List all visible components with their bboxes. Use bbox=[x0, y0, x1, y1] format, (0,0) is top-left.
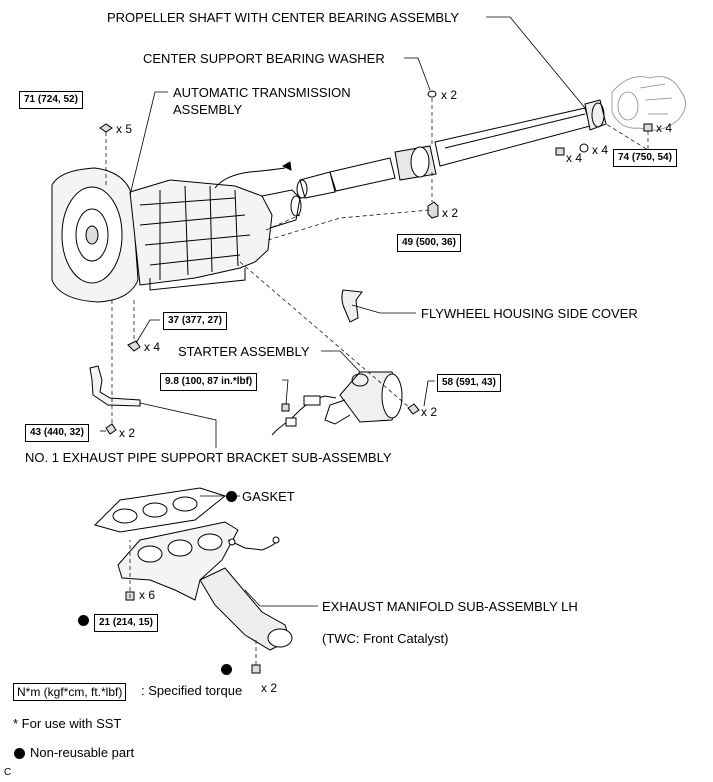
bracket-label: NO. 1 EXHAUST PIPE SUPPORT BRACKET SUB-A… bbox=[25, 450, 392, 465]
corner-code: C bbox=[4, 767, 12, 778]
qty-21: x 6 bbox=[139, 588, 156, 602]
qty-74: x 4 bbox=[656, 121, 673, 135]
qty-shaft-b: x 4 bbox=[592, 143, 609, 157]
leader-lines bbox=[100, 16, 586, 607]
torque-49: 49 (500, 36) bbox=[397, 234, 461, 252]
starter-drawing bbox=[271, 371, 403, 436]
qty-washer: x 2 bbox=[441, 88, 458, 102]
torque-9-8: 9.8 (100, 87 in.*lbf) bbox=[160, 373, 258, 391]
legend-torque-unit: N*m (kgf*cm, ft.*lbf) bbox=[13, 683, 127, 701]
gasket-drawing bbox=[94, 487, 227, 533]
gasket-label: GASKET bbox=[242, 489, 295, 504]
non-reusable-dot-21 bbox=[78, 615, 89, 626]
twc-note: (TWC: Front Catalyst) bbox=[322, 631, 449, 646]
torque-71: 71 (724, 52) bbox=[19, 91, 83, 109]
legend-non-reusable-dot bbox=[14, 748, 25, 759]
qty-shaft-a: x 4 bbox=[566, 151, 583, 165]
qty-43: x 2 bbox=[119, 426, 136, 440]
legend-sst-note: * For use with SST bbox=[13, 716, 122, 731]
qty-37: x 4 bbox=[144, 340, 161, 354]
legend-non-reusable-text: Non-reusable part bbox=[30, 745, 135, 760]
center-washer-label: CENTER SUPPORT BEARING WASHER bbox=[143, 51, 385, 66]
exhaust-manifold-drawing bbox=[117, 521, 293, 651]
torque-58: 58 (591, 43) bbox=[437, 374, 501, 392]
dashed-guides bbox=[105, 98, 649, 665]
qty-49: x 2 bbox=[442, 206, 459, 220]
exhaust-bracket-drawing bbox=[89, 365, 141, 407]
torque-43: 43 (440, 32) bbox=[25, 424, 89, 442]
torque-37: 37 (377, 27) bbox=[163, 312, 227, 330]
non-reusable-dot-nut bbox=[221, 664, 232, 675]
auto-trans-label-line1: AUTOMATIC TRANSMISSION bbox=[173, 85, 351, 100]
propeller-shaft-drawing bbox=[296, 99, 607, 199]
flywheel-cover-drawing bbox=[341, 289, 363, 323]
flywheel-cover-label: FLYWHEEL HOUSING SIDE COVER bbox=[421, 306, 638, 321]
non-reusable-dot-gasket bbox=[226, 491, 237, 502]
differential-sketch bbox=[611, 76, 686, 131]
automatic-transmission-drawing bbox=[51, 161, 302, 303]
fasteners bbox=[99, 90, 653, 674]
manifold-label: EXHAUST MANIFOLD SUB-ASSEMBLY LH bbox=[322, 599, 578, 614]
qty-71: x 5 bbox=[116, 122, 133, 136]
propeller-shaft-label: PROPELLER SHAFT WITH CENTER BEARING ASSE… bbox=[107, 10, 460, 25]
qty-58: x 2 bbox=[421, 405, 438, 419]
torque-74: 74 (750, 54) bbox=[613, 149, 677, 167]
starter-label: STARTER ASSEMBLY bbox=[178, 344, 310, 359]
legend-torque-desc: : Specified torque bbox=[141, 683, 243, 698]
qty-nut: x 2 bbox=[261, 681, 278, 695]
torque-21: 21 (214, 15) bbox=[94, 614, 158, 632]
auto-trans-label-line2: ASSEMBLY bbox=[173, 102, 243, 117]
